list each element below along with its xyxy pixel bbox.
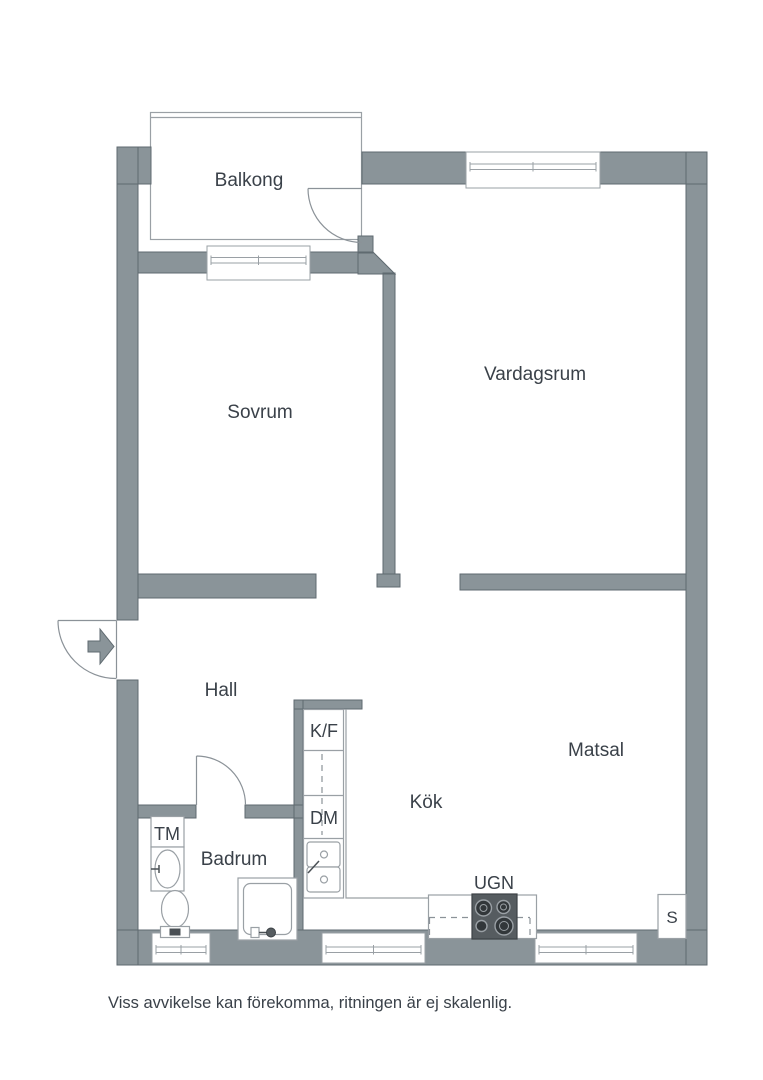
window-dining-room [534,932,638,964]
balcony-outline [149,111,363,241]
closet-box [657,893,687,940]
kitchen-fixtures [302,708,687,940]
toilet [159,889,191,939]
stove [471,893,518,940]
bathroom-sink [150,846,185,892]
counter-line [345,709,428,899]
burner-icon [475,919,488,933]
dining-room-label: Matsal [568,740,624,761]
wall-segments [116,146,708,966]
shower-mixer [250,926,260,939]
window-sill [325,945,422,955]
footer-disclaimer: Viss avvikelse kan förekomma, ritningen … [108,994,512,1012]
sink-drain [319,850,329,859]
toilet-button [169,928,181,936]
sink-drain [319,875,329,884]
entrance-arrow-icon [87,627,115,666]
balcony-door [307,187,363,244]
window-sill [210,255,307,265]
entrance-door [57,619,118,680]
washing-machine-label: TM [154,824,180,844]
sink-tap-icon [307,860,320,874]
window-sill [155,945,207,955]
shower [237,877,298,941]
burner-icon [474,899,493,917]
sink-tap-icon [151,865,160,873]
oven-label: UGN [474,873,514,893]
balcony-label: Balkong [215,170,284,191]
bench-dashed-outline [428,916,531,938]
window-sill [538,945,634,955]
burner-ring [479,904,488,912]
bathroom-door [195,755,247,806]
bedroom-label: Sovrum [227,402,292,423]
window-bedroom [206,245,311,281]
burner-icon [494,916,514,936]
kitchen-sink [306,841,341,893]
dishwasher-label: DM [310,808,338,828]
shower-head-icon [266,927,276,938]
bathroom-label: Badrum [201,849,268,870]
sink-basin [306,841,341,868]
labels: Balkong Sovrum Vardagsrum Hall Badrum Kö… [108,170,678,1012]
kitchen-label: Kök [410,792,443,813]
door-swing [195,755,247,806]
burner-ring [499,921,509,931]
door-swing [307,187,363,244]
sink-basin [306,866,341,893]
living-room-label: Vardagsrum [484,364,586,385]
window-kitchen [321,932,426,964]
bathroom-fixtures [150,815,298,941]
hall-label: Hall [205,680,238,701]
window-sill [469,162,597,172]
balcony-floor [149,111,363,241]
burner-ring [500,903,507,911]
cabinet-dividers [303,749,344,840]
burner-icon [496,899,511,915]
doors [57,187,363,806]
walls [116,146,708,966]
door-swing [57,619,118,680]
fridge-freezer-label: K/F [310,721,338,741]
closet-label: S [666,908,677,927]
window-living-room [465,151,601,189]
toilet-bowl [160,889,190,929]
